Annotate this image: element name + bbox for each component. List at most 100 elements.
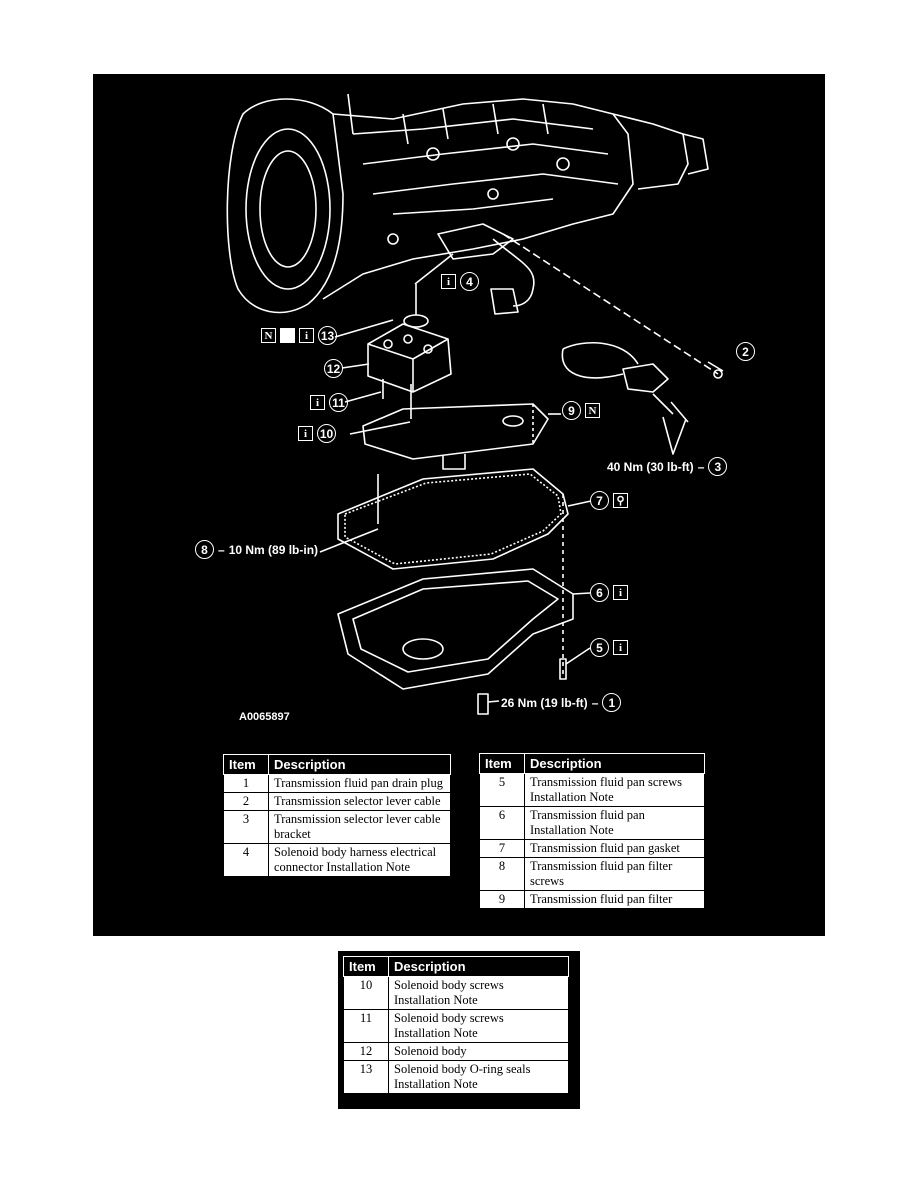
item-number: 7 [479,839,525,858]
item-number: 4 [223,843,269,877]
description-header: Description [524,753,705,774]
callout-number: 11 [329,393,348,412]
item-description: Solenoid body harness electrical connect… [268,843,451,877]
item-number: 2 [223,792,269,811]
callout-number: 3 [708,457,728,476]
info-icon: i [613,585,628,600]
connector-4 [490,288,519,315]
callout-7: 7 ⚲ [590,491,628,510]
info-icon: i [613,640,628,655]
callout-number: 6 [590,583,609,602]
fluid-pan [337,568,574,690]
callout-9: 9 N [562,401,600,420]
callout-4: i 4 [441,272,479,291]
callout-number: 7 [590,491,609,510]
callout-number: 4 [460,272,479,291]
callout-number: 1 [602,693,622,712]
info-icon: i [298,426,313,441]
callout-number: 5 [590,638,609,657]
callout-13: N i 13 [261,326,337,345]
item-number: 1 [223,774,269,793]
torque-spec: 40 Nm (30 lb-ft) [607,459,694,474]
figure-id: A0065897 [239,711,290,723]
selector-cable-line [502,233,719,375]
info-icon: i [299,328,314,343]
callout-number: 2 [736,342,755,361]
item-number: 6 [479,806,525,840]
item-number: 11 [343,1009,389,1043]
item-number: 3 [223,810,269,844]
item-description: Transmission selector lever cable bracke… [268,810,451,844]
callout-number: 9 [562,401,581,420]
item-number: 8 [479,857,525,891]
item-number: 10 [343,976,389,1010]
cable-bracket [622,363,669,393]
item-description: Transmission fluid pan gasket [524,839,705,858]
info-icon: i [441,274,456,289]
callout-number: 8 [195,540,214,559]
item-description: Solenoid body O-ring seals Installation … [388,1060,569,1094]
exploded-diagram: i 4 N i 13 12 i 11 i 10 9 N 2 40 Nm (30 … [93,74,825,936]
info-icon: i [310,395,325,410]
callout-6: 6 i [590,583,628,602]
item-header: Item [223,754,269,775]
callout-number: 10 [317,424,336,443]
document-icon [280,328,295,343]
callout-number: 13 [318,326,337,345]
callout-8: 8 – 10 Nm (89 lb-in) [195,540,318,559]
new-part-icon: N [261,328,276,343]
item-description: Solenoid body [388,1042,569,1061]
item-header: Item [343,956,389,977]
new-part-icon: N [585,403,600,418]
item-header: Item [479,753,525,774]
callout-2: 2 [736,342,755,361]
description-header: Description [268,754,451,775]
item-description: Transmission fluid pan filter screws [524,857,705,891]
callout-10: i 10 [298,424,336,443]
callout-11: i 11 [310,393,348,412]
callout-12: 12 [324,359,343,378]
item-description: Transmission selector lever cable [268,792,451,811]
item-description: Solenoid body screws Installation Note [388,976,569,1010]
item-description: Solenoid body screws Installation Note [388,1009,569,1043]
callout-1: 26 Nm (19 lb-ft) – 1 [501,693,622,712]
callout-5: 5 i [590,638,628,657]
torque-spec: 10 Nm (89 lb-in) [228,542,319,557]
magnifier-icon: ⚲ [613,493,628,508]
harness-wire [492,238,535,307]
torque-spec: 26 Nm (19 lb-ft) [501,695,588,710]
item-number: 9 [479,890,525,909]
pan-filter [362,403,549,470]
item-number: 12 [343,1042,389,1061]
callout-3: 40 Nm (30 lb-ft) – 3 [607,457,728,476]
solenoid-body [367,323,452,393]
diagram-artwork [226,93,724,715]
pan-gasket [337,468,569,570]
item-description: Transmission fluid pan Installation Note [524,806,705,840]
item-description: Transmission fluid pan drain plug [268,774,451,793]
callout-number: 12 [324,359,343,378]
item-description: Transmission fluid pan screws Installati… [524,773,705,807]
description-header: Description [388,956,569,977]
item-description: Transmission fluid pan filter [524,890,705,909]
item-number: 13 [343,1060,389,1094]
item-number: 5 [479,773,525,807]
selector-cable [561,341,639,379]
